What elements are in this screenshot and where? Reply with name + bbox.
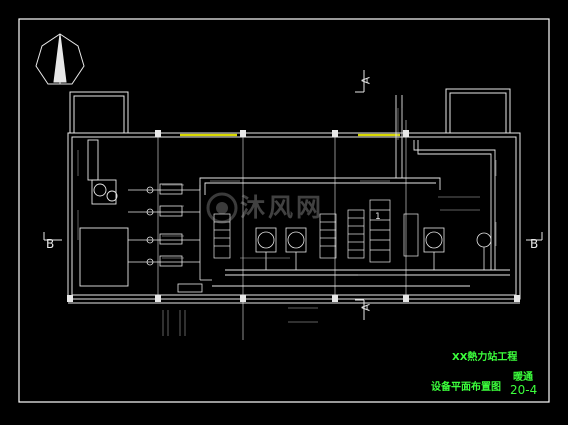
section-mark-top: A	[359, 76, 373, 85]
circulating-pumps	[255, 227, 492, 270]
north-arrow-icon	[35, 33, 85, 85]
equipment-left	[79, 139, 129, 287]
pump-group-left	[128, 183, 212, 293]
sheet-number: 20-4	[510, 383, 538, 397]
sheet-title: 设备平面布置图	[431, 382, 501, 393]
discipline-label: 暖通	[513, 372, 533, 383]
watermark-text: 沐风网	[240, 193, 325, 222]
mufeng-logo-icon	[206, 192, 238, 224]
stair-label: 1	[375, 212, 381, 222]
annotation-marks	[77, 108, 497, 336]
section-cut-lines	[43, 70, 543, 320]
drawing-frame	[18, 18, 550, 403]
building-walls	[67, 88, 521, 304]
heat-exchangers	[213, 199, 419, 263]
section-mark-bottom: A	[359, 303, 373, 312]
section-mark-right: B	[530, 237, 539, 251]
project-title: XX熱力站工程	[452, 352, 518, 363]
section-mark-left: B	[46, 237, 55, 251]
